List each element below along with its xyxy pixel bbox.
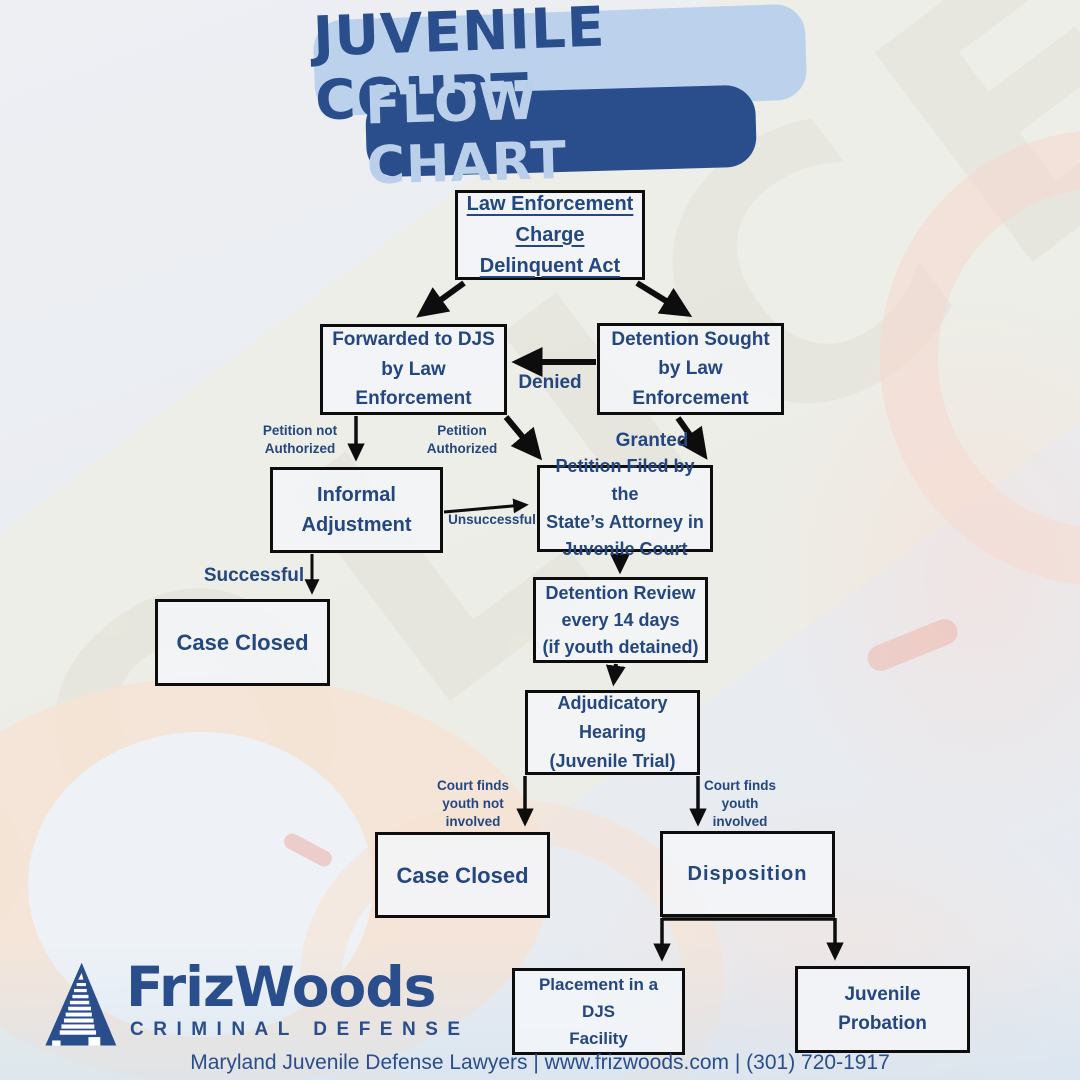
edge-label-court-finds-youth-involved: Court finds youth involved: [704, 778, 776, 830]
edge-label-petition-not-authorized: Petition not Authorized: [262, 423, 338, 457]
node-petition-filed: Petition Filed by the State’s Attorney i…: [537, 456, 713, 559]
edge-label-court-finds-youth-not-involved: Court finds youth not involved: [437, 778, 509, 830]
node-juvenile-probation: Juvenile Probation: [795, 966, 970, 1053]
arrow-charge-to-detention: [635, 280, 693, 318]
node-detention-review: Detention Review every 14 days (if youth…: [533, 577, 708, 663]
arrow-charge-to-forwarded: [416, 280, 466, 318]
node-disposition: Disposition: [660, 831, 835, 917]
logo-tagline: CRIMINAL DEFENSE: [130, 1019, 470, 1040]
node-adjudicatory-hearing: Adjudicatory Hearing (Juvenile Trial): [525, 690, 700, 775]
pine-tree-triangle-icon: [45, 962, 117, 1046]
node-forwarded-to-djs: Forwarded to DJS by Law Enforcement: [320, 324, 507, 415]
node-law-enforcement-charge: Law Enforcement Charge Delinquent Act: [455, 190, 645, 280]
logo-name: FrizWoods: [126, 955, 436, 1019]
node-informal-adjustment: Informal Adjustment: [270, 467, 443, 553]
edge-label-granted: Granted: [615, 430, 689, 451]
node-detention-sought: Detention Sought by Law Enforcement: [597, 323, 784, 415]
node-case-closed-trial: Case Closed: [375, 832, 550, 918]
footer-contact-line: Maryland Juvenile Defense Lawyers | www.…: [190, 1051, 890, 1074]
edge-label-petition-authorized: Petition Authorized: [426, 423, 498, 457]
arrow-unsuccessful: [443, 498, 529, 514]
arrow-granted: [675, 416, 708, 460]
node-placement-djs-facility: Placement in a DJS Facility: [512, 968, 685, 1055]
edge-label-unsuccessful: Unsuccessful: [448, 512, 536, 527]
node-case-closed-informal: Case Closed: [155, 599, 330, 686]
arrow-review-to-adjudicatory: [605, 663, 626, 687]
frizwoods-logo: FrizWoods CRIMINAL DEFENSE: [42, 960, 470, 1050]
edge-label-denied: Denied: [518, 372, 582, 393]
arrow-petition-authorized: [503, 415, 543, 461]
edge-label-successful: Successful: [203, 565, 305, 586]
